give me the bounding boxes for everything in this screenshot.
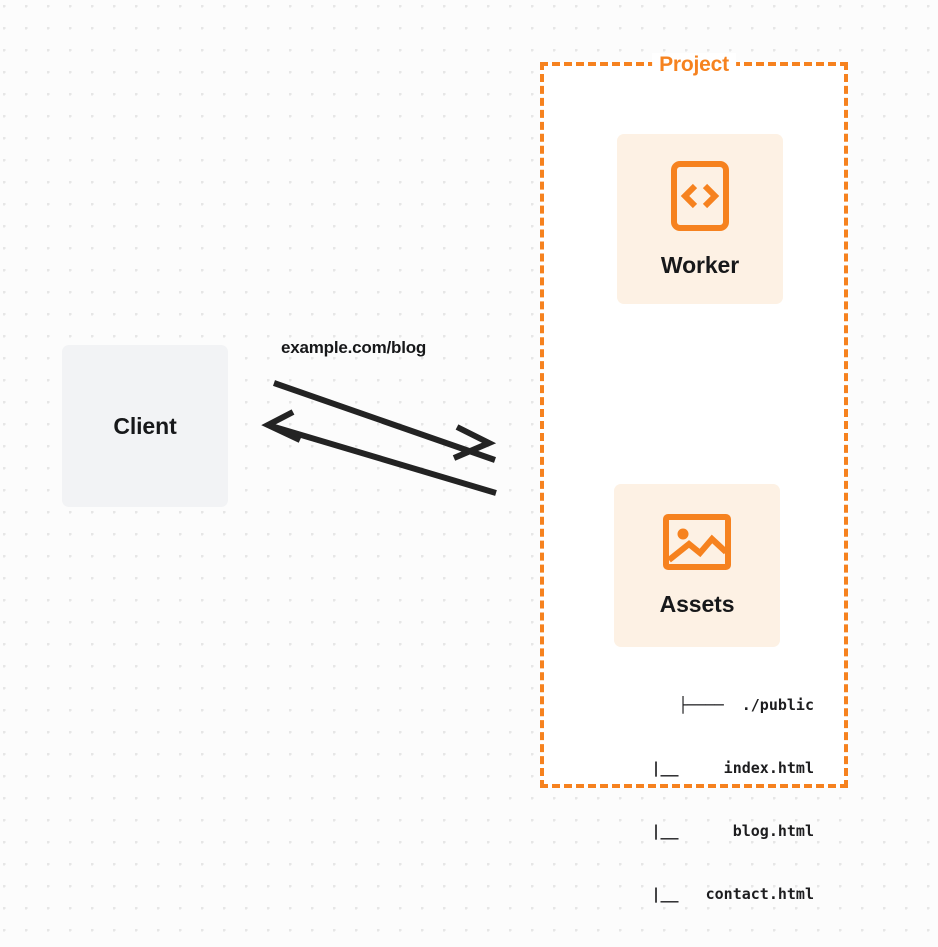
worker-card[interactable]: Worker: [617, 134, 783, 304]
image-icon: [662, 513, 732, 571]
code-file-icon: [670, 160, 730, 232]
file-tree-row: ├──── ./public: [678, 696, 814, 714]
file-tree-row: |__ contact.html: [651, 885, 814, 903]
file-tree-row: |__ index.html: [651, 759, 814, 777]
request-url-label: example.com/blog: [281, 338, 427, 357]
assets-card[interactable]: Assets: [614, 484, 780, 647]
client-node-label: Client: [113, 412, 177, 439]
response-arrow: [261, 380, 496, 463]
client-node: Client: [62, 345, 228, 507]
worker-card-label: Worker: [660, 251, 740, 278]
project-container: Project Worker Assets: [540, 53, 848, 903]
assets-card-label: Assets: [659, 591, 735, 617]
file-tree-row: |__ blog.html: [651, 822, 814, 840]
request-arrow: [270, 423, 497, 496]
project-title: Project: [652, 53, 736, 77]
assets-file-tree: ├──── ./public |__ index.html |__ blog.h…: [564, 653, 814, 947]
diagram-canvas: Client example.com/blog Project: [62, 53, 848, 903]
connection-arrows: [255, 330, 525, 520]
